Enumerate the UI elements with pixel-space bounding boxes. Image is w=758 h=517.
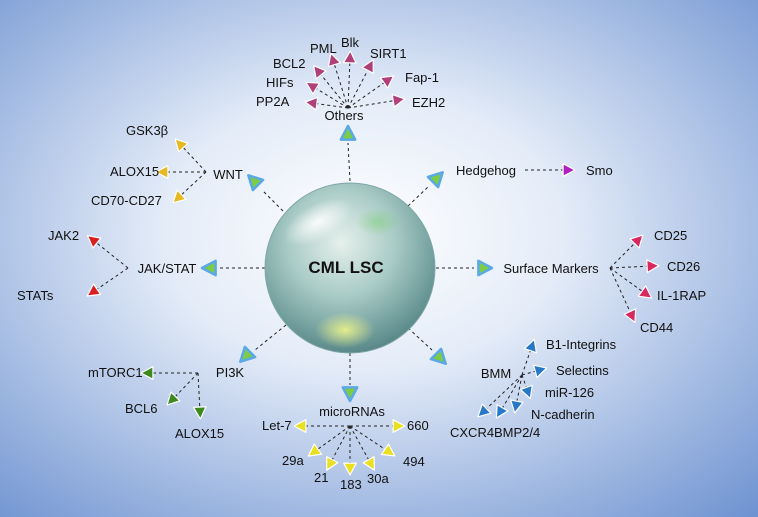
target-cd25: CD25 [654,228,687,243]
branch-label-wnt: WNT [213,167,243,182]
target-183: 183 [340,477,362,492]
target-stats: STATs [17,288,54,303]
target-cd70-cd27: CD70-CD27 [91,193,162,208]
target-29a: 29a [282,453,304,468]
branch-label-micrornas: microRNAs [319,404,385,419]
others-arrow-1 [305,81,321,95]
surface-arrow-0 [629,234,644,249]
micrornas-arrow-6 [380,443,396,457]
branch-arrow-wnt [247,174,265,192]
pi3k-arrow-2 [192,406,207,420]
center-sphere: CML LSC [264,182,436,354]
branch-label-jakstat: JAK/STAT [138,261,197,276]
surface-arrow-2 [637,285,653,299]
pi3k-arrow-1 [166,391,181,406]
target-gsk3b: GSK3β [126,123,168,138]
micrornas-arrow-3 [326,456,339,471]
bmm-arrow-5 [477,403,492,418]
others-arrow-7 [391,93,406,108]
branch-label-bmm: BMM [481,366,511,381]
others-arrow-5 [361,59,374,74]
others-arrow-3 [327,52,342,68]
target-alox15-wnt: ALOX15 [110,164,159,179]
others-arrow-6 [379,75,395,89]
wnt-arrow-1 [155,165,169,179]
target-cd26: CD26 [667,259,700,274]
branch-label-surface-markers: Surface Markers [503,261,599,276]
others-arrow-4 [342,50,357,64]
branch-arrow-others [339,124,357,141]
jakstat-arrow-0 [86,235,102,249]
target-mtorc1: mTORC1 [88,365,143,380]
branch-arrow-bmm [429,347,447,365]
others-arrow-2 [313,64,327,80]
target-cd44: CD44 [640,320,673,335]
target-ezh2: EZH2 [412,95,445,110]
target-selectins: Selectins [556,363,609,378]
wnt-arrow-2 [172,189,187,204]
target-smo: Smo [586,163,613,178]
target-494: 494 [403,454,425,469]
branch-arrow-pi3k [239,345,257,363]
bmm-arrow-1 [532,364,548,378]
micrornas-arrow-0 [293,419,307,433]
bmm-arrow-3 [510,399,524,414]
target-b1-integrins: B1-Integrins [546,337,617,352]
target-21: 21 [314,470,328,485]
target-bcl2: BCL2 [273,56,306,71]
jakstat-arrow-1 [86,283,102,297]
target-cxcr4: CXCR4 [450,425,494,440]
target-n-cadherin: N-cadherin [531,407,595,422]
target-pml: PML [310,41,337,56]
target-bcl6: BCL6 [125,401,158,416]
others-arrow-0 [304,96,319,111]
target-660: 660 [407,418,429,433]
bmm-arrow-0 [523,338,538,354]
branch-arrow-hedgehog [426,171,444,189]
target-jak2: JAK2 [48,228,79,243]
bmm-arrow-2 [519,384,533,400]
surface-arrow-1 [646,259,660,274]
branch-label-hedgehog: Hedgehog [456,163,516,178]
target-30a: 30a [367,471,389,486]
branch-arrow-jakstat [200,259,217,277]
target-fap1: Fap-1 [405,70,439,85]
branch-arrow-surface [477,259,494,277]
hedgehog-arrow-0 [562,163,576,177]
center-label: CML LSC [308,258,383,277]
target-hifs: HIFs [266,75,294,90]
target-bmp24: BMP2/4 [494,425,540,440]
micrornas-arrow-2 [307,443,323,457]
target-sirt1: SIRT1 [370,46,407,61]
arrowheads [86,50,660,476]
branch-arrow-micrornas [341,386,359,403]
bmm-arrow-4 [495,404,509,419]
target-alox15-pi3k: ALOX15 [175,426,224,441]
branch-label-pi3k: PI3K [216,365,245,380]
target-il1rap: IL-1RAP [657,288,706,303]
pi3k-arrow-0 [140,366,154,380]
target-mir126: miR-126 [545,385,594,400]
target-let7: Let-7 [262,418,292,433]
micrornas-arrow-5 [362,456,375,471]
branch-label-others: Others [324,108,364,123]
wnt-arrow-0 [174,138,189,153]
micrornas-arrow-1 [392,419,406,433]
target-pp2a: PP2A [256,94,290,109]
micrornas-arrow-4 [343,462,357,476]
target-blk: Blk [341,35,360,50]
surface-arrow-3 [623,308,637,323]
